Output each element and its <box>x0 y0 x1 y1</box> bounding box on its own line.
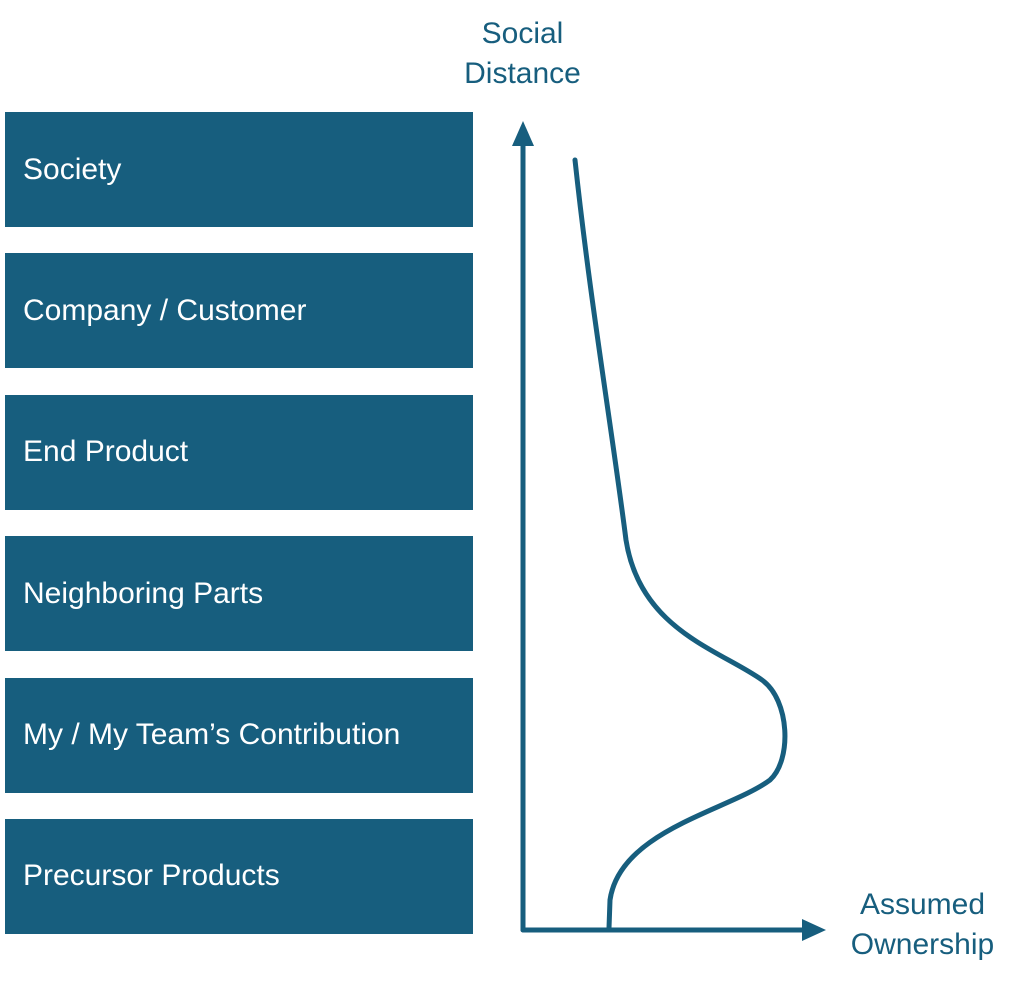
x-axis-label-line2: Ownership <box>850 928 995 961</box>
x-axis-arrowhead <box>802 919 826 941</box>
y-axis-arrowhead <box>512 121 534 146</box>
level-neighboring-parts: Neighboring Parts <box>5 536 473 652</box>
social-distance-levels: Society Company / Customer End Product N… <box>5 112 473 960</box>
y-axis-label: Social Distance <box>440 14 605 94</box>
level-society: Society <box>5 112 473 227</box>
level-my-team-contribution: My / My Team’s Contribution <box>5 677 473 793</box>
y-axis-label-line2: Distance <box>464 57 581 90</box>
x-axis-label: Assumed Ownership <box>835 885 1010 965</box>
y-axis-label-line1: Social <box>481 17 564 50</box>
level-label: Company / Customer <box>23 293 307 327</box>
level-label: My / My Team’s Contribution <box>23 718 401 752</box>
level-end-product: End Product <box>5 394 473 510</box>
level-label: Neighboring Parts <box>23 576 264 610</box>
level-label: Society <box>23 152 122 186</box>
level-company-customer: Company / Customer <box>5 253 473 369</box>
level-label: Precursor Products <box>23 859 280 893</box>
x-axis-label-line1: Assumed <box>859 888 986 921</box>
level-label: End Product <box>23 435 189 469</box>
level-precursor-products: Precursor Products <box>5 818 473 934</box>
ownership-curve <box>572 157 788 931</box>
